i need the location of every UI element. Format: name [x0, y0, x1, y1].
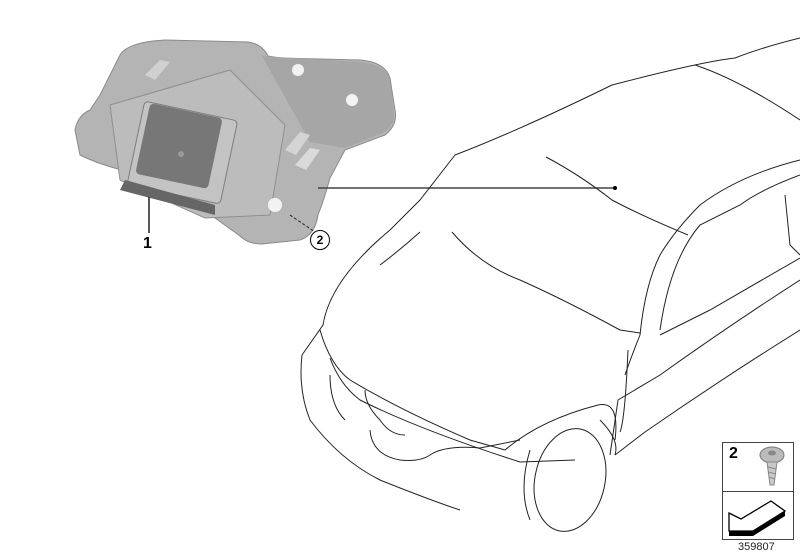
car-outline-illustration [300, 37, 800, 532]
torx-screw-icon [759, 446, 785, 486]
direction-arrow-icon[interactable] [723, 491, 793, 539]
part-callout-2[interactable]: 2 [310, 230, 330, 250]
diagram-id: 359807 [738, 541, 775, 553]
leader-line-2 [289, 214, 316, 233]
antenna-bracket-illustration [74, 39, 396, 245]
legend-item-number: 2 [729, 445, 738, 462]
part-label-1[interactable]: 1 [143, 235, 152, 252]
legend-box: 2 [722, 442, 794, 540]
legend-screw-cell[interactable]: 2 [723, 443, 793, 492]
